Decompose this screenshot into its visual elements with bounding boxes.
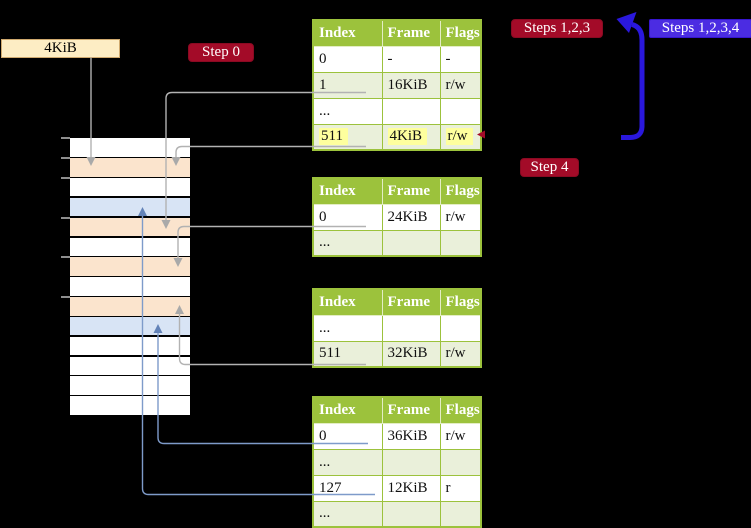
table-cell [439, 314, 482, 342]
table-cell: r/w [439, 203, 482, 231]
table-cell: 32KiB [381, 340, 441, 368]
table-cell: ... [312, 314, 383, 342]
memory-row [70, 376, 190, 395]
table-header-flags: Flags [440, 289, 482, 316]
memory-row-12kib [70, 197, 190, 216]
table-row: 127 12KiB r [312, 474, 482, 502]
table-row: ... [312, 500, 482, 528]
table-header-index: Index [313, 20, 383, 47]
steps1234-label: Steps 1,2,3,4 [649, 19, 751, 38]
table-header-flags: Flags [440, 20, 482, 47]
table-cell [381, 448, 441, 476]
steps123-label: Steps 1,2,3 [511, 19, 603, 38]
page-table-1: Index Frame Flags 0 - - 1 16KiB r/w ... … [312, 19, 482, 151]
memory-row-24kib [70, 257, 190, 276]
highlighted-value: 511 [319, 128, 348, 146]
table-cell: r/w [439, 71, 482, 99]
memory-tick [61, 256, 70, 258]
table-header-flags: Flags [440, 397, 482, 424]
memory-row [70, 138, 190, 157]
table-cell [381, 97, 441, 125]
table-cell: 511 [312, 123, 383, 151]
table-cell: 127 [312, 474, 383, 502]
table-cell: r/w [439, 422, 482, 450]
memory-row-32kib [70, 297, 190, 316]
table-header-flags: Flags [440, 178, 482, 205]
table-cell: ... [312, 448, 383, 476]
memory-tick [61, 157, 70, 159]
table-row: ... [312, 448, 482, 476]
step4-label: Step 4 [520, 158, 579, 177]
table-cell [439, 448, 482, 476]
table-cell: 24KiB [381, 203, 441, 231]
memory-row [70, 356, 190, 375]
table-row: 0 - - [312, 45, 482, 73]
page-table-4: Index Frame Flags 0 36KiB r/w ... 127 12… [312, 396, 482, 528]
table-row-highlighted: 511 4KiB r/w [312, 123, 482, 151]
memory-row [70, 237, 190, 256]
table-cell [439, 97, 482, 125]
table-cell [439, 229, 482, 257]
highlighted-value: r/w [445, 128, 473, 146]
page-table-3: Index Frame Flags ... 511 32KiB r/w [312, 288, 482, 368]
memory-tick [61, 137, 70, 139]
table-header-frame: Frame [382, 20, 441, 47]
memory-tick [61, 176, 70, 179]
memory-row [70, 396, 190, 415]
memory-row-36kib [70, 316, 190, 335]
table-cell: ... [312, 229, 383, 257]
table-cell: 36KiB [381, 422, 441, 450]
memory-row [70, 277, 190, 296]
table-row: ... [312, 229, 482, 257]
table-row: ... [312, 314, 482, 342]
memory-row-16kib [70, 217, 190, 236]
table-row: 0 36KiB r/w [312, 422, 482, 450]
table-cell [381, 229, 441, 257]
table-header-index: Index [313, 178, 383, 205]
highlighted-value: 4KiB [387, 128, 428, 146]
table-cell: 4KiB [381, 123, 441, 151]
table-cell: r [439, 474, 482, 502]
table-cell: ... [312, 500, 383, 528]
table-cell: 0 [312, 45, 383, 73]
cr3-pointer-box: 4KiB [1, 39, 120, 58]
table-cell: r/w [439, 123, 482, 151]
table-cell: ... [312, 97, 383, 125]
table-header-frame: Frame [382, 178, 441, 205]
table-header-index: Index [313, 289, 383, 316]
table-header-index: Index [313, 397, 383, 424]
table-cell: 0 [312, 203, 383, 231]
memory-tick [61, 296, 70, 298]
table-cell: 511 [312, 340, 383, 368]
table-row: 1 16KiB r/w [312, 71, 482, 99]
page-table-2: Index Frame Flags 0 24KiB r/w ... [312, 177, 482, 257]
memory-row-4kib [70, 158, 190, 177]
table-header-frame: Frame [382, 397, 441, 424]
memory-row [70, 177, 190, 196]
table-row: ... [312, 97, 482, 125]
loop-arrow [616, 12, 645, 140]
memory-row [70, 336, 190, 355]
table-cell: 12KiB [381, 474, 441, 502]
table-header-frame: Frame [382, 289, 441, 316]
table-cell: 16KiB [381, 71, 441, 99]
table-cell [439, 500, 482, 528]
table-cell: 0 [312, 422, 383, 450]
table-cell: - [381, 45, 441, 73]
table-cell: r/w [439, 340, 482, 368]
step0-label: Step 0 [188, 43, 254, 62]
table-cell [381, 314, 441, 342]
table-row: 511 32KiB r/w [312, 340, 482, 368]
table-row: 0 24KiB r/w [312, 203, 482, 231]
table-cell: - [439, 45, 482, 73]
table-cell [381, 500, 441, 528]
table-cell: 1 [312, 71, 383, 99]
memory-tick [61, 216, 70, 219]
